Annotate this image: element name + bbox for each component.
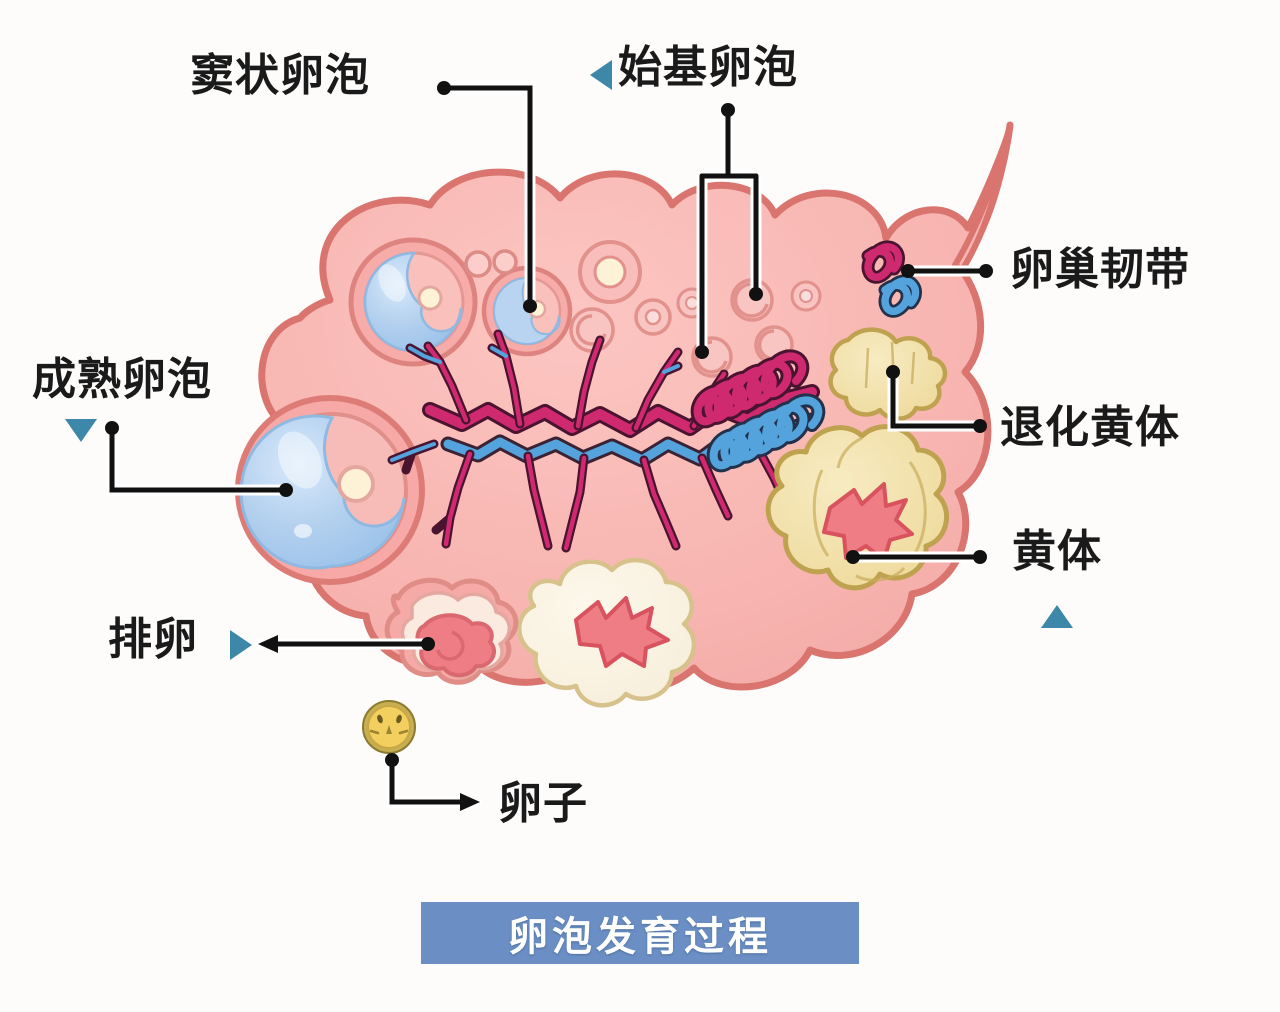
label-antral-follicle: 窦状卵泡 — [190, 51, 370, 100]
leader-degenerating-corpus-luteum — [886, 365, 987, 433]
small-vesicles — [464, 249, 518, 278]
leader-ovum — [385, 753, 482, 811]
corpus-luteum — [765, 424, 949, 591]
ovum-cell — [362, 700, 416, 754]
corpus-albicans — [517, 557, 697, 708]
marker-triangle-up-corpus-luteum — [1041, 605, 1073, 628]
leader-ovulation — [254, 635, 435, 653]
leader-lines — [105, 81, 993, 811]
leader-primordial-follicle — [695, 103, 763, 359]
label-ovarian-ligament: 卵巢韧带 — [1010, 245, 1190, 294]
label-mature-follicle: 成熟卵泡 — [32, 355, 212, 404]
ruptured-follicle — [384, 577, 519, 685]
title-banner: 卵泡发育过程 — [421, 902, 859, 964]
label-corpus-luteum: 黄体 — [1012, 527, 1102, 576]
ovarian-ligament — [690, 240, 922, 473]
marker-triangle-left-primordial — [590, 60, 612, 90]
leader-mature-follicle — [105, 421, 293, 497]
leader-corpus-luteum — [846, 550, 987, 564]
mature-follicle — [235, 395, 425, 585]
blood-vessels — [387, 329, 820, 553]
label-degenerating-corpus-luteum: 退化黄体 — [1000, 403, 1180, 452]
label-primordial-follicle: 始基卵泡 — [618, 43, 798, 92]
banner-shape — [421, 902, 859, 964]
leader-antral-follicle — [437, 81, 537, 313]
marker-triangle-down-mature-follicle — [65, 419, 97, 442]
label-ovum: 卵子 — [498, 779, 588, 828]
label-ovulation: 排卵 — [108, 615, 198, 664]
leader-ovarian-ligament — [901, 264, 993, 278]
marker-triangle-right-ovulation — [230, 630, 252, 660]
banner-title: 卵泡发育过程 — [508, 915, 772, 959]
